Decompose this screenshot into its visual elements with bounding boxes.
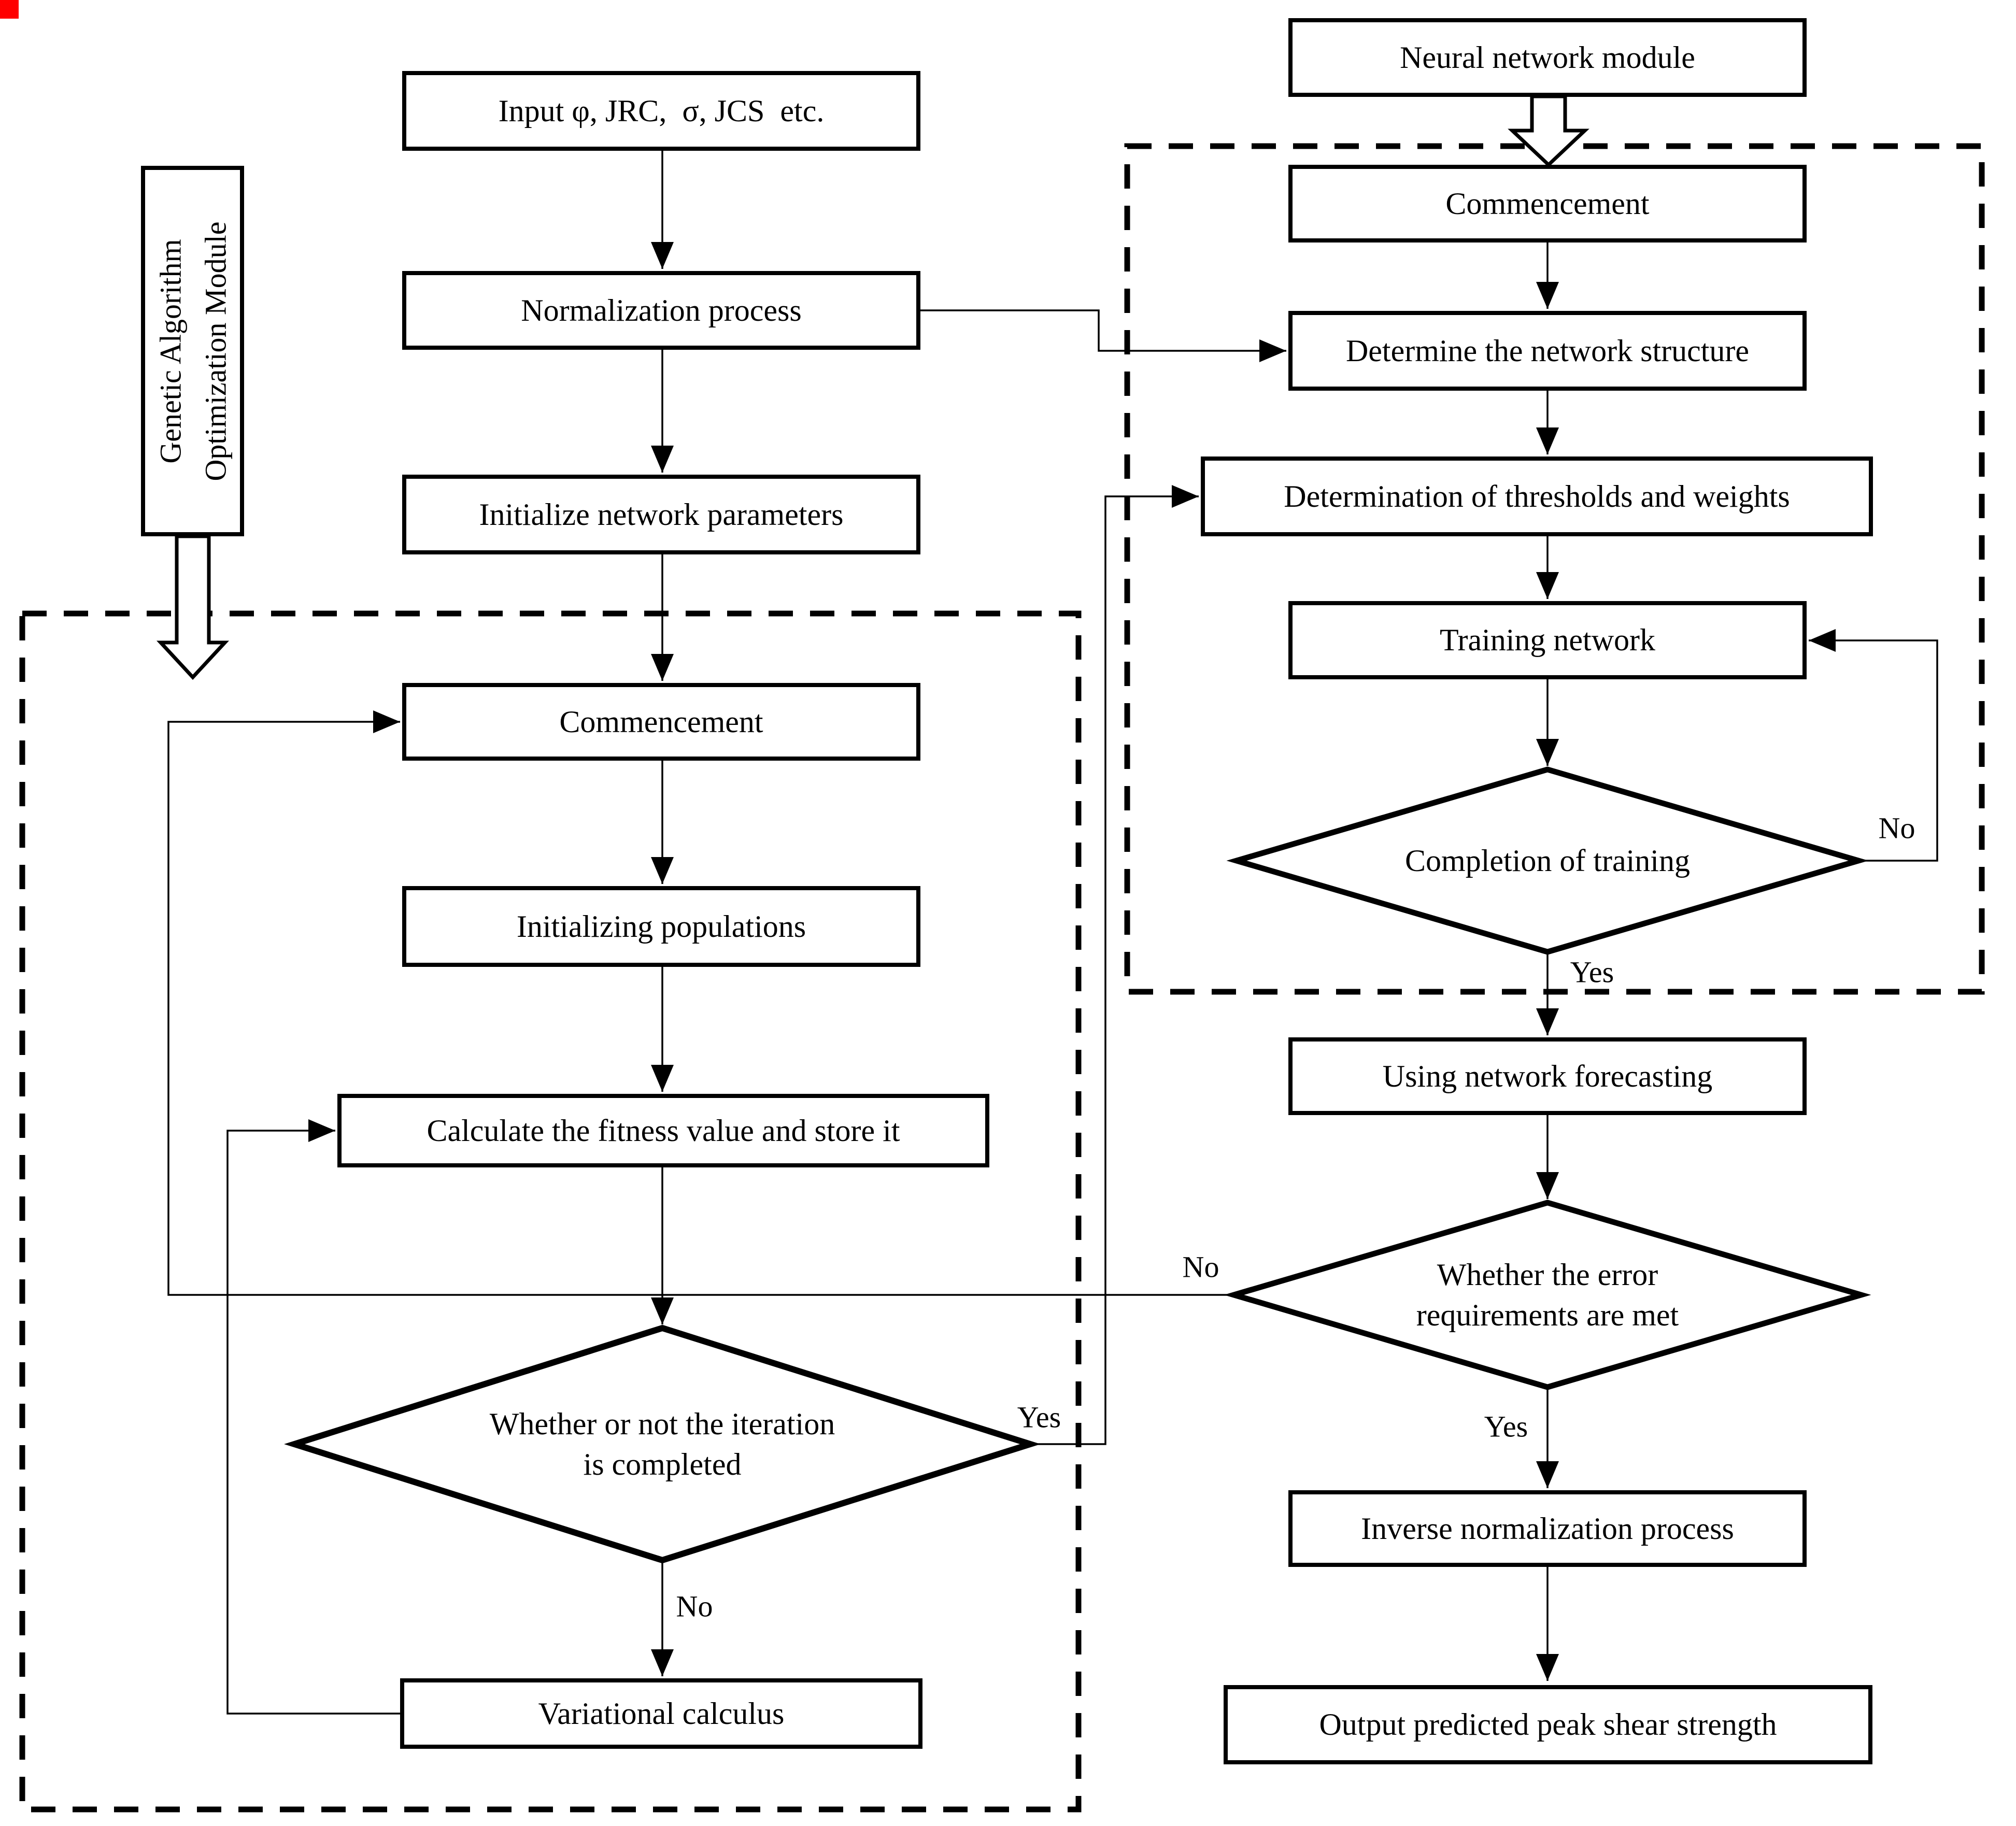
arrow-completion-no-loop-to-training [1809,629,1938,862]
nn-module-block-arrow [1508,94,1589,167]
init-network-params-box: Initialize network parameters [402,475,920,554]
completion-no-label: No [1878,811,1915,845]
input-box: Input φ, JRC, σ, JCS etc. [402,71,920,151]
ga-module-label-line2: Optimization Module [198,221,232,481]
nn-commencement-box: Commencement [1288,165,1807,242]
normalization-box: Normalization process [402,271,920,350]
iteration-no-label: No [676,1589,713,1623]
arrow-normalization-to-determine-structure [920,309,1286,362]
error-yes-label: Yes [1484,1409,1528,1444]
arrow-iteration-yes-to-thresholds [1030,485,1199,1445]
iteration-diamond-text: Whether or not the iteration is complete… [362,1377,963,1511]
ga-module-label-line1: Genetic Algorithm [153,238,187,464]
error-no-label: No [1182,1250,1219,1284]
error-diamond-line1: Whether the error [1437,1258,1658,1292]
ga-module-block-arrow [156,534,230,680]
error-diamond-text: Whether the error requirements are met [1288,1228,1807,1362]
using-forecasting-box: Using network forecasting [1288,1037,1807,1115]
initializing-populations-box: Initializing populations [402,886,920,967]
completion-decision-diamond [1226,766,1869,955]
calculate-fitness-box: Calculate the fitness value and store it [337,1094,989,1167]
iteration-decision-diamond [284,1324,1041,1564]
variational-calculus-box: Variational calculus [400,1678,922,1749]
completion-diamond-line1: Completion of training [1405,844,1690,878]
determination-thresholds-box: Determination of thresholds and weights [1201,456,1873,536]
ga-module-label: Genetic Algorithm Optimization Module [145,166,240,536]
iteration-diamond-line2: is completed [583,1447,742,1481]
error-decision-diamond [1224,1200,1871,1390]
ga-commencement-box: Commencement [402,683,920,761]
inverse-normalization-box: Inverse normalization process [1288,1490,1807,1567]
iteration-diamond-line1: Whether or not the iteration [489,1407,835,1441]
error-diamond-line2: requirements are met [1416,1298,1679,1332]
ga-module-dashed-border [19,610,1082,1813]
neural-network-module-box: Neural network module [1288,18,1807,97]
arrow-variational-feedback-to-fitness [226,1119,400,1715]
completion-diamond-text: Completion of training [1288,809,1807,912]
determine-structure-box: Determine the network structure [1288,311,1807,391]
iteration-yes-label: Yes [1017,1400,1061,1434]
arrow-error-no-return-to-ga-commencement [167,710,1234,1296]
red-corner-mark [0,0,19,19]
completion-yes-label: Yes [1570,955,1614,989]
ga-module-label-box: Genetic Algorithm Optimization Module [141,166,244,536]
training-network-box: Training network [1288,601,1807,679]
output-peak-shear-box: Output predicted peak shear strength [1224,1685,1872,1764]
